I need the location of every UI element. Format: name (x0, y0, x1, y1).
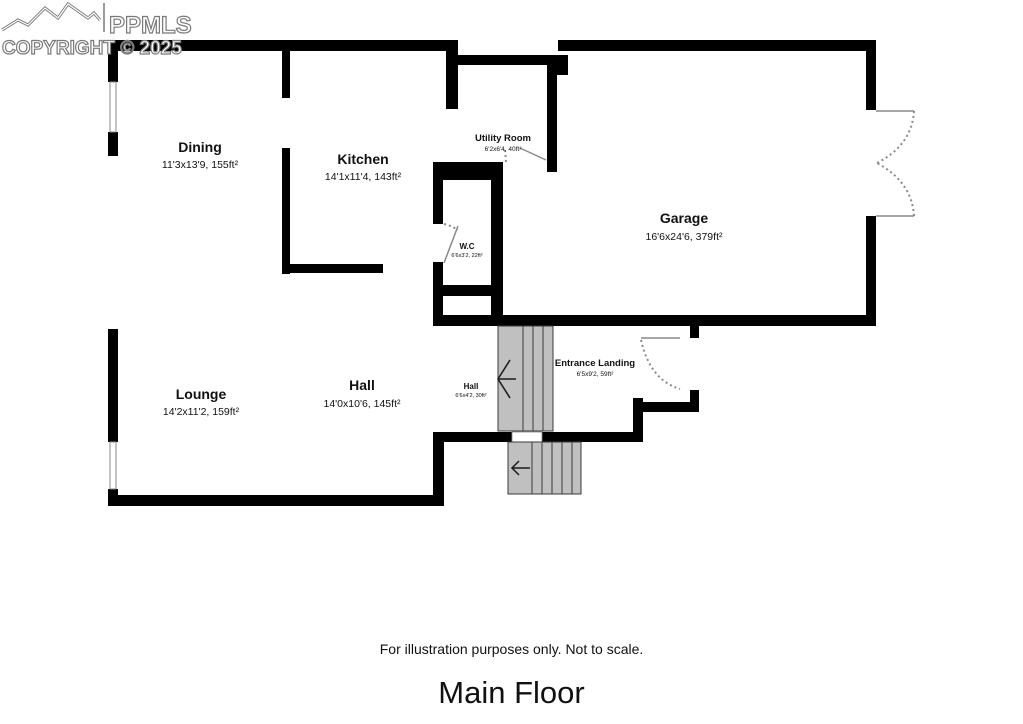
room-name: Kitchen (337, 151, 388, 167)
room-name: Garage (660, 210, 708, 226)
room-dimensions: 14'1x11'4, 143ft² (325, 171, 402, 183)
room-utility: Utility Room 6'2x6'4, 40ft² (475, 133, 531, 153)
room-hall-small: Hall 6'6x4'2, 30ft² (455, 382, 486, 399)
floor-title: Main Floor (438, 675, 585, 710)
room-dimensions: 6'2x6'4, 40ft² (485, 146, 523, 153)
watermark-brand: PPMLS (109, 12, 192, 39)
room-dimensions: 6'6x4'2, 30ft² (455, 393, 486, 399)
room-dimensions: 14'2x11'2, 159ft² (163, 406, 240, 418)
window (109, 81, 117, 133)
room-name: Hall (464, 382, 479, 391)
walls (108, 40, 876, 506)
stair-direction-arrow-icon (510, 460, 530, 476)
room-entrance-landing: Entrance Landing 6'5x9'2, 59ft² (555, 358, 635, 378)
room-name: W.C (459, 242, 474, 251)
stair-direction-arrow-icon (497, 359, 516, 399)
room-name: Lounge (176, 386, 227, 402)
room-dimensions: 16'6x24'6, 379ft² (646, 231, 723, 243)
disclaimer-text: For illustration purposes only. Not to s… (379, 641, 644, 657)
room-name: Dining (178, 139, 222, 155)
room-dimensions: 14'0x10'6, 145ft² (324, 398, 401, 410)
room-name: Utility Room (475, 133, 531, 144)
room-name: Entrance Landing (555, 358, 635, 369)
staircase-upper (497, 325, 554, 432)
staircase-lower (507, 441, 582, 495)
door-swings (443, 110, 915, 390)
watermark-logo: PPMLS COPYRIGHT © 2025 (1, 1, 192, 60)
window (109, 441, 117, 490)
room-lounge: Lounge 14'2x11'2, 159ft² (163, 386, 240, 418)
watermark-copyright: COPYRIGHT © 2025 (2, 38, 182, 59)
room-name: Hall (349, 377, 375, 393)
room-dimensions: 6'5x9'2, 59ft² (577, 371, 615, 378)
mountain-range-icon (1, 1, 102, 32)
room-kitchen: Kitchen 14'1x11'4, 143ft² (325, 151, 402, 183)
room-dining: Dining 11'3x13'9, 155ft² (162, 139, 239, 171)
room-dimensions: 6'6x3'2, 22ft² (451, 253, 482, 259)
room-wc: W.C 6'6x3'2, 22ft² (451, 242, 482, 259)
room-garage: Garage 16'6x24'6, 379ft² (646, 210, 723, 243)
room-hall: Hall 14'0x10'6, 145ft² (324, 377, 401, 410)
landing-gap (511, 431, 543, 443)
room-dimensions: 11'3x13'9, 155ft² (162, 159, 239, 171)
